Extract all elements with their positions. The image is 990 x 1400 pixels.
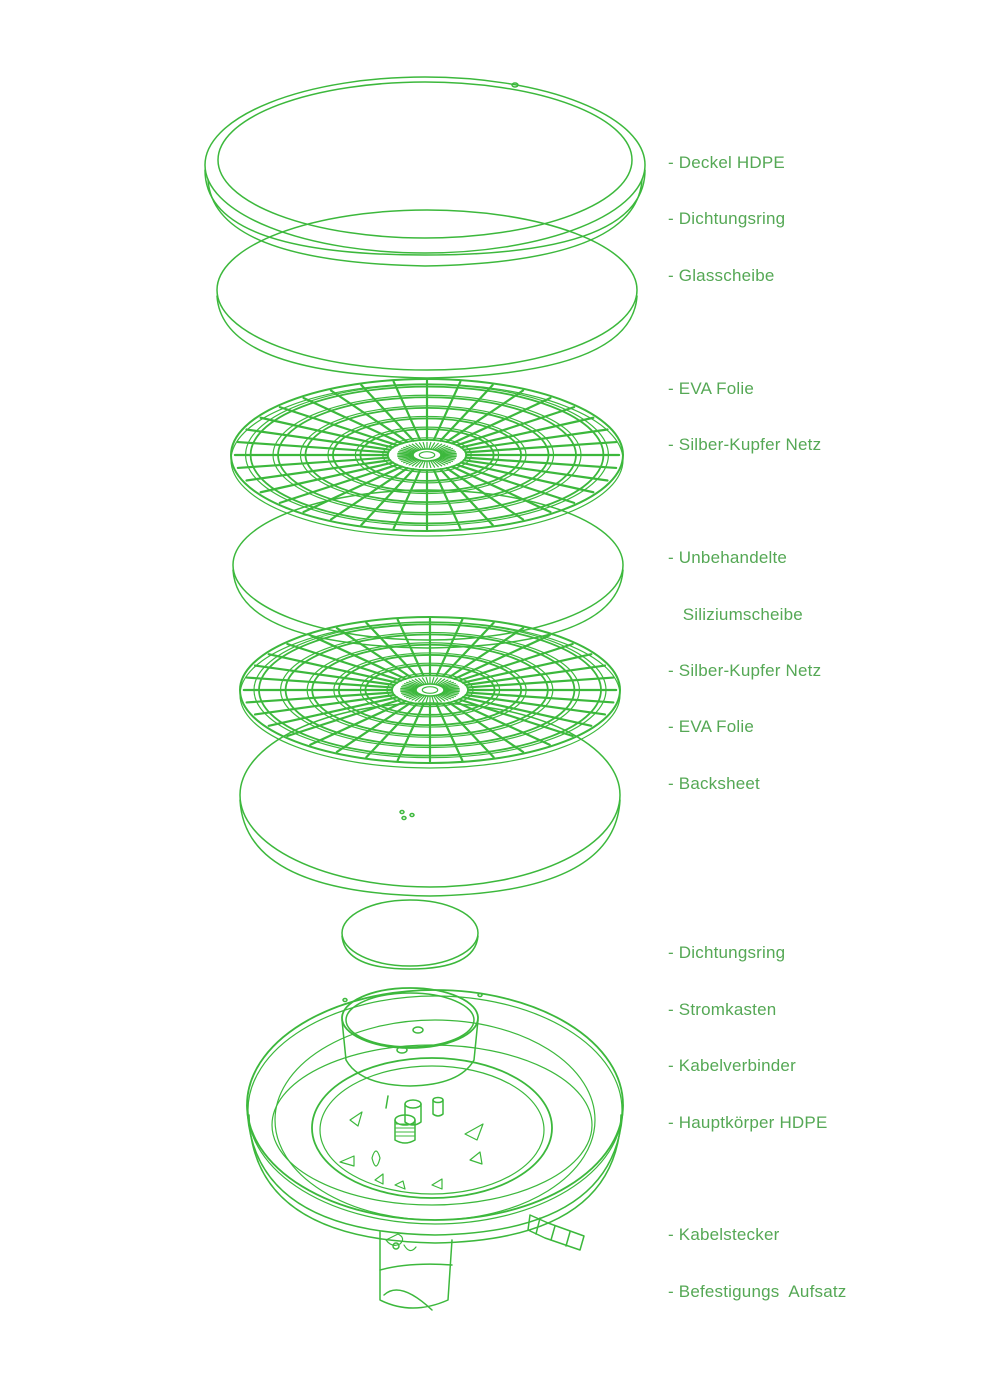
glass-disc	[216, 209, 638, 379]
mounting-attachment	[379, 1231, 453, 1311]
backsheet	[239, 702, 621, 897]
label-deckel-hdpe: - Deckel HDPE	[668, 153, 785, 172]
label-glasscheibe: - Glasscheibe	[668, 266, 775, 285]
silver-copper-mesh-bottom	[239, 616, 621, 769]
label-kabelverbinder: - Kabelverbinder	[668, 1056, 796, 1075]
label-siliziumscheibe: Siliziumscheibe	[668, 605, 803, 624]
sealing-ring-bottom	[341, 899, 479, 970]
label-unbehandelte: - Unbehandelte	[668, 548, 788, 567]
label-stromkasten: - Stromkasten	[668, 1000, 777, 1019]
label-eva-folie-top: - EVA Folie	[668, 379, 754, 398]
label-silber-kupfer-netz-top: - Silber-Kupfer Netz	[668, 435, 822, 454]
silver-copper-mesh-top	[230, 378, 624, 537]
label-eva-folie-bottom: - EVA Folie	[668, 717, 754, 736]
label-backsheet: - Backsheet	[668, 774, 760, 793]
lid-ring	[204, 76, 646, 267]
main-body	[246, 989, 624, 1244]
label-dichtungsring-bottom: - Dichtungsring	[668, 943, 786, 962]
cable-connector	[385, 1095, 444, 1144]
label-dichtungsring-top: - Dichtungsring	[668, 209, 786, 228]
label-hauptkoerper-hdpe: - Hauptkörper HDPE	[668, 1113, 828, 1132]
silicon-wafer	[232, 489, 624, 649]
power-box	[341, 987, 479, 1087]
label-befestigungs-aufsatz: - Befestigungs Aufsatz	[668, 1282, 847, 1301]
label-silber-kupfer-netz-bottom: - Silber-Kupfer Netz	[668, 661, 822, 680]
label-kabelstecker: - Kabelstecker	[668, 1225, 780, 1244]
cable-plug	[527, 1214, 585, 1251]
